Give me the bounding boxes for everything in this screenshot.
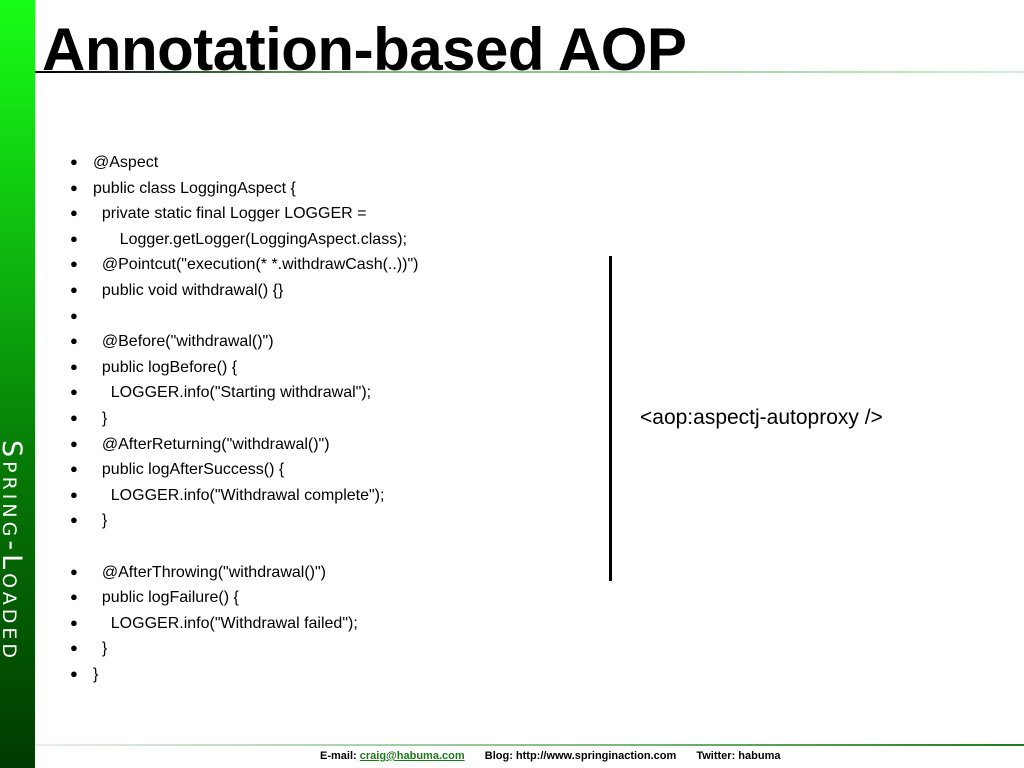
bullet-icon: ● — [70, 230, 78, 246]
code-text: @AfterReturning("withdrawal()") — [93, 435, 330, 453]
bullet-icon: ● — [70, 281, 78, 297]
code-text: @Pointcut("execution(* *.withdrawCash(..… — [93, 256, 419, 274]
sidebar-banner: Spring-Loaded — [0, 0, 35, 768]
bullet-icon: ● — [70, 179, 78, 195]
code-text: public class LoggingAspect { — [93, 179, 296, 197]
bullet-icon: ● — [70, 435, 78, 451]
code-text: LOGGER.info("Withdrawal complete"); — [93, 486, 385, 504]
code-text: } — [93, 665, 99, 683]
brand-logo-text: Spring-Loaded — [0, 440, 27, 663]
email-link[interactable]: craig@habuma.com — [359, 750, 465, 762]
code-text: LOGGER.info("Withdrawal failed"); — [93, 614, 358, 632]
bullet-icon: ● — [70, 205, 78, 221]
bullet-icon: ● — [70, 589, 78, 605]
vertical-divider — [609, 256, 612, 581]
code-text: public logFailure() { — [93, 589, 239, 607]
code-text: public logAfterSuccess() { — [93, 461, 285, 479]
bullet-icon: ● — [70, 461, 78, 477]
code-text: Logger.getLogger(LoggingAspect.class); — [93, 230, 407, 248]
bullet-icon: ● — [70, 307, 78, 323]
code-text: public void withdrawal() {} — [93, 281, 284, 299]
code-text: } — [93, 512, 108, 530]
bullet-icon: ● — [70, 384, 78, 400]
bullet-icon: ● — [70, 563, 78, 579]
bullet-icon: ● — [70, 256, 78, 272]
title-divider — [35, 71, 1024, 73]
code-text: private static final Logger LOGGER = — [93, 205, 367, 223]
bullet-icon: ● — [70, 358, 78, 374]
bullet-icon: ● — [70, 333, 78, 349]
bullet-icon: ● — [70, 614, 78, 630]
bullet-icon: ● — [70, 154, 78, 169]
email-label: E-mail: — [320, 750, 357, 762]
footer: E-mail: craig@habuma.com Blog: http://ww… — [320, 750, 780, 762]
bullet-icon: ● — [70, 409, 78, 425]
bullet-icon: ● — [70, 486, 78, 502]
code-text: @Before("withdrawal()") — [93, 333, 274, 351]
code-text: @AfterThrowing("withdrawal()") — [93, 563, 326, 581]
bullet-icon: ● — [70, 640, 78, 656]
twitter-text: Twitter: habuma — [696, 750, 781, 762]
blog-text: Blog: http://www.springinaction.com — [484, 750, 677, 762]
bullet-icon: ● — [70, 665, 78, 681]
footer-divider — [35, 744, 1024, 746]
code-text: } — [93, 640, 108, 658]
slide-title: Annotation-based AOP — [42, 16, 687, 83]
code-text: @Aspect — [93, 154, 159, 171]
code-text: LOGGER.info("Starting withdrawal"); — [93, 384, 372, 402]
code-text: public logBefore() { — [93, 358, 238, 376]
bullet-icon: ● — [70, 512, 78, 528]
code-text: } — [93, 409, 108, 427]
config-snippet: <aop:aspectj-autoproxy /> — [640, 406, 883, 429]
